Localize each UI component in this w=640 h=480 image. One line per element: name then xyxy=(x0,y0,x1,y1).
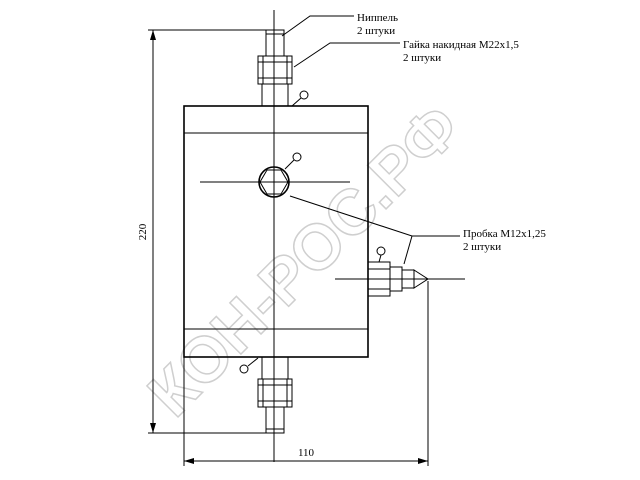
watermark: КОН-РОС.РФ xyxy=(134,90,474,430)
nipple-callout-qty: 2 штуки xyxy=(357,25,395,37)
nut-callout-name: Гайка накидная М22х1,5 xyxy=(403,39,519,51)
nut-callout-qty: 2 штуки xyxy=(403,52,441,64)
width-dimension xyxy=(183,281,429,466)
plug-callout-name: Пробка М12х1,25 xyxy=(463,228,546,240)
plug-callout-qty: 2 штуки xyxy=(463,241,501,253)
nipple-callout-name: Ниппель xyxy=(357,12,398,24)
height-dimension-value: 220 xyxy=(137,223,149,240)
width-dimension-value: 110 xyxy=(298,447,315,459)
center-lines xyxy=(200,10,465,462)
bottom-nipple xyxy=(257,356,293,434)
top-nipple xyxy=(257,29,293,107)
leaders xyxy=(239,15,460,374)
height-dimension xyxy=(148,29,268,434)
